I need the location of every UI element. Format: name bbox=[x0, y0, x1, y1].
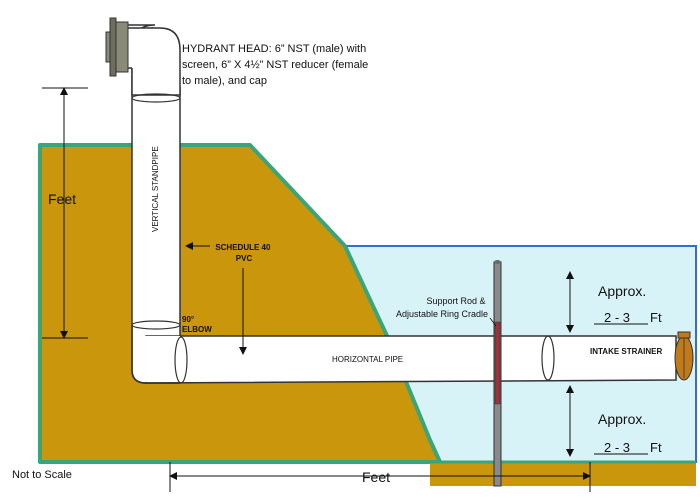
not-to-scale-label: Not to Scale bbox=[12, 469, 72, 481]
support-rod-leader bbox=[489, 317, 497, 327]
ft-bottom-label: Ft bbox=[650, 440, 662, 455]
horizontal-pipe bbox=[145, 335, 677, 384]
pipe-coupling bbox=[541, 335, 555, 381]
ring-cradle bbox=[494, 321, 501, 405]
approx-bottom-label: Approx. bbox=[598, 411, 646, 427]
lake-bottom-soil bbox=[430, 462, 696, 486]
horizontal-pipe-label: HORIZONTAL PIPE bbox=[332, 355, 403, 364]
depth-bottom-value: 2 - 3 bbox=[604, 440, 630, 455]
ft-top-label: Ft bbox=[650, 310, 662, 325]
feet-vertical-label: Feet bbox=[48, 191, 76, 207]
hydrant-head-icon bbox=[105, 17, 129, 77]
intake-strainer-label: INTAKE STRAINER bbox=[590, 347, 663, 356]
standpipe-upper-coupling bbox=[131, 93, 181, 103]
depth-top-value: 2 - 3 bbox=[604, 310, 630, 325]
vertical-standpipe-label: VERTICAL STANDPIPE bbox=[151, 146, 160, 232]
elbow-fill bbox=[134, 336, 180, 382]
elbow-coupling bbox=[174, 336, 188, 384]
support-rod-label: Support Rod & Adjustable Ring Cradle bbox=[396, 296, 488, 319]
hydrant-head-label: HYDRANT HEAD: 6” NST (male) with screen,… bbox=[182, 43, 371, 87]
schedule-label: SCHEDULE 40 PVC bbox=[215, 243, 272, 263]
approx-top-label: Approx. bbox=[598, 283, 646, 299]
elbow-label: 90° ELBOW bbox=[182, 315, 212, 334]
hydrant-neck bbox=[126, 28, 154, 68]
intake-strainer-icon bbox=[674, 331, 694, 381]
feet-horizontal-label: Feet bbox=[362, 469, 390, 485]
